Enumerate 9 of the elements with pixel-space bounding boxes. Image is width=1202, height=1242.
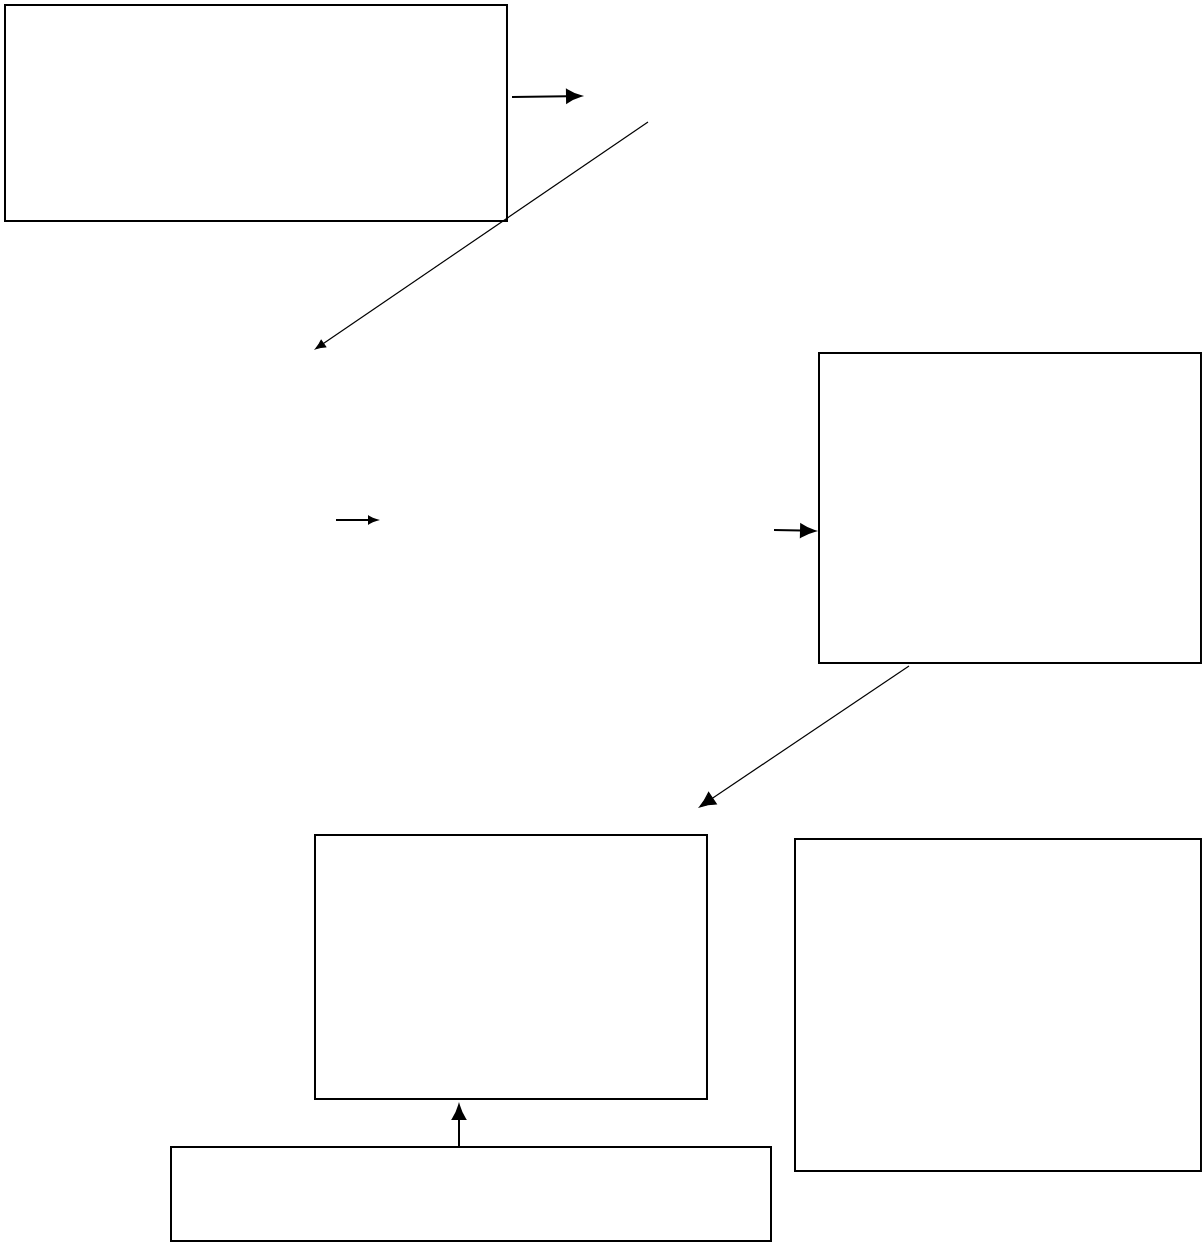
arrow bbox=[773, 523, 816, 538]
arrow bbox=[699, 665, 910, 808]
box bbox=[4, 4, 508, 222]
arrow bbox=[451, 1104, 467, 1147]
box bbox=[794, 838, 1202, 1172]
arrow bbox=[511, 89, 582, 104]
box bbox=[170, 1146, 772, 1242]
box bbox=[314, 834, 708, 1100]
box bbox=[818, 352, 1202, 664]
